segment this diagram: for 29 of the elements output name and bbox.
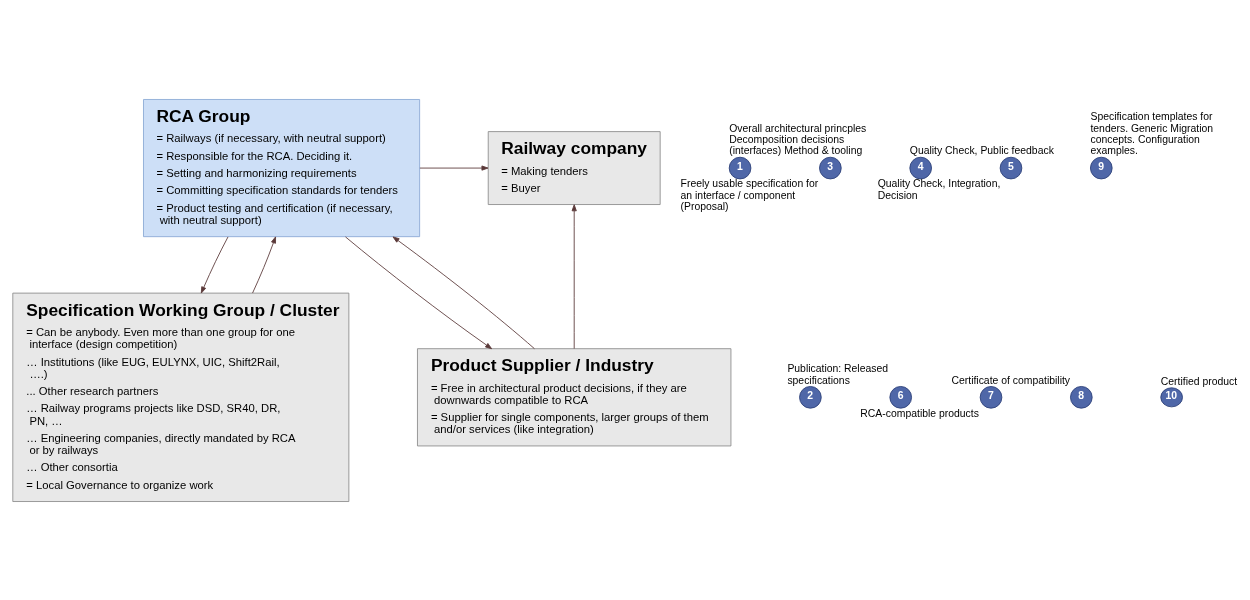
node-circle: 2	[799, 385, 822, 409]
arrow	[200, 235, 229, 293]
node-box: Railway company = Making tenders = Buyer	[487, 130, 661, 205]
node-box: Product Supplier / Industry = Free in architectural product decisions, if they are downwards compatible to RCA = Supplier for single components, larger groups of them and/or services (like integration)	[417, 347, 732, 446]
node-circle: 3	[819, 156, 842, 179]
node-label: Specification templates for tenders. Generic Migration concepts. Configuration examples.	[1090, 110, 1214, 156]
arrow	[392, 235, 535, 349]
node-circle: 6	[889, 385, 912, 409]
node-circle: 7	[979, 385, 1003, 409]
node-label: Quality Check, Integration, Decision	[877, 177, 1001, 201]
arrow	[419, 165, 489, 171]
node-circle: 5	[999, 156, 1023, 179]
node-label: Quality Check, Public feedback	[909, 144, 1054, 156]
node-label: Publication: Released specifications	[787, 362, 889, 386]
node-circle: 8	[1070, 385, 1093, 409]
node-label: RCA-compatible products	[860, 407, 979, 419]
node-circle: 4	[909, 156, 932, 179]
arrow	[252, 235, 276, 293]
node-ellipse: 10	[1160, 386, 1183, 407]
node-label: Certified product	[1160, 375, 1238, 387]
node-circle: 1	[728, 156, 752, 179]
node-box: RCA Group = Railways (if necessary, with neutral support) = Responsible for the RCA. Deciding it. = Setting and harmonizing requirements = Committing specification standards for tenders = Product testing and certification (if necessary, with neutral support)	[143, 98, 421, 237]
node-label: Overall architectural princples Decomposition decisions (interfaces) Method & tooling	[729, 122, 867, 156]
arrow	[345, 235, 493, 349]
node-circle: 9	[1090, 156, 1113, 179]
node-label: Freely usable specification for an interface / component (Proposal)	[680, 177, 819, 212]
arrow	[571, 203, 577, 349]
node-label: Certificate of compatibility	[951, 374, 1071, 386]
node-box: Specification Working Group / Cluster = Can be anybody. Even more than one group for one interface (design competition) … Institutions (like EUG, EULYNX, UIC, Shift2Rail, ….) ... Other research partners … Railway programs projects like DSD, SR40, DR, PN, … … Engineering companies, directly mandated by RCA or by railways … Other consortia = Local Governance to organize work	[12, 292, 350, 502]
